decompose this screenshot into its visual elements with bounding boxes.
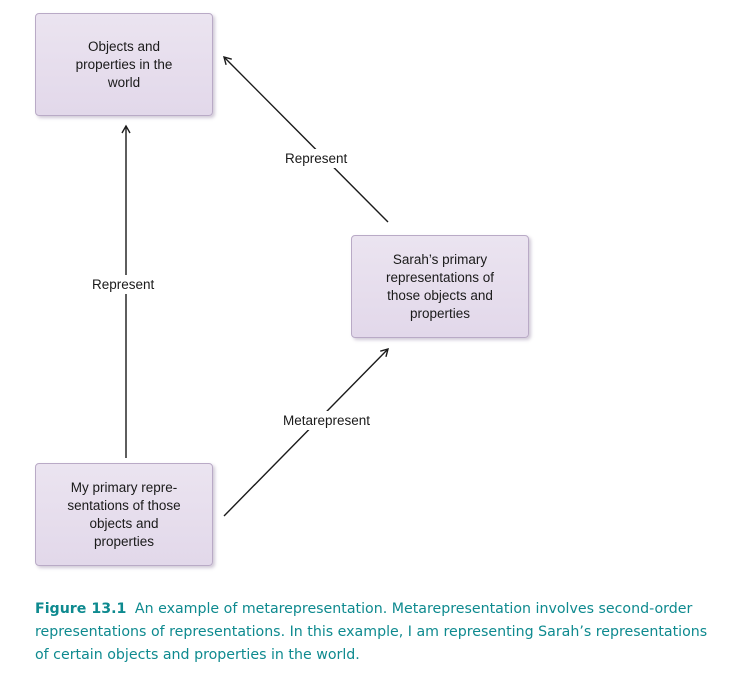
node-my-representations-label: My primary repre- sentations of those ob…	[67, 479, 181, 549]
edge-label-represent-right: Represent	[281, 149, 352, 168]
node-objects-and-properties-label: Objects and properties in the world	[75, 38, 173, 90]
edge-label-represent-left: Represent	[88, 275, 159, 294]
edge-label-metarepresent: Metarepresent	[279, 411, 375, 430]
node-sarahs-representations: Sarah’s primary representations of those…	[351, 235, 529, 338]
figure-caption: Figure 13.1 An example of metarepresenta…	[35, 598, 725, 667]
node-sarahs-representations-label: Sarah’s primary representations of those…	[385, 251, 495, 321]
node-my-representations: My primary repre- sentations of those ob…	[35, 463, 213, 566]
figure-caption-label: Figure 13.1	[35, 601, 127, 617]
node-objects-and-properties: Objects and properties in the world	[35, 13, 213, 116]
figure-caption-text: An example of metarepresentation. Metare…	[35, 601, 708, 663]
arrow-metarepresent	[223, 347, 389, 517]
arrow-represent-right	[223, 55, 389, 223]
